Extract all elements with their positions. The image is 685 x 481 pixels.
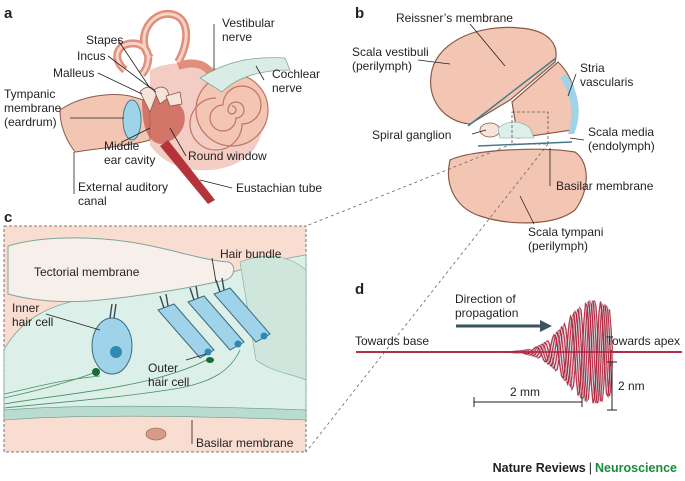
label-external-canal-1: External auditory — [78, 180, 168, 194]
label-scale-x: 2 mm — [510, 385, 540, 399]
label-outer-2: hair cell — [148, 375, 189, 389]
scala-tympani-shape — [448, 148, 587, 224]
panel-b-letter: b — [355, 5, 364, 22]
label-stapes: Stapes — [86, 33, 123, 47]
label-scala-tympani-2: (perilymph) — [528, 239, 588, 253]
ossicles — [139, 86, 183, 113]
panel-d: d Direction of propagation Towards base … — [355, 281, 682, 411]
footer-brand: Nature Reviews — [492, 461, 586, 475]
label-spiral-ganglion: Spiral ganglion — [372, 128, 451, 142]
label-scale-y: 2 nm — [618, 379, 645, 393]
label-cochlear-1: Cochlear — [272, 67, 320, 81]
outer-hair-cells — [157, 287, 271, 359]
tectorial-membrane-shape — [7, 237, 235, 303]
label-basilar-b: Basilar membrane — [556, 179, 654, 193]
label-scala-vestibuli-2: (perilymph) — [352, 59, 412, 73]
label-towards-apex: Towards apex — [606, 334, 680, 348]
label-eustachian: Eustachian tube — [236, 181, 322, 195]
panel-d-letter: d — [355, 281, 364, 298]
label-vestibular-1: Vestibular — [222, 16, 275, 30]
label-direction-2: propagation — [455, 306, 518, 320]
label-hair-bundle: Hair bundle — [220, 247, 282, 261]
label-stria-1: Stria — [580, 61, 605, 75]
direction-arrow — [456, 320, 552, 332]
basilar-membrane-shape — [3, 405, 307, 421]
organ-of-corti-box — [511, 111, 549, 145]
scale-bar-x — [473, 397, 583, 407]
auditory-nerve-shape — [199, 57, 291, 93]
label-basilar-c: Basilar membrane — [196, 436, 294, 450]
journal-footer: Nature Reviews|Neuroscience — [493, 461, 677, 475]
label-direction-1: Direction of — [455, 292, 516, 306]
label-vestibular-2: nerve — [222, 30, 252, 44]
label-stria-2: vascularis — [580, 75, 633, 89]
label-round-window: Round window — [188, 149, 267, 163]
label-inner-1: Inner — [12, 301, 39, 315]
label-scala-media-1: Scala media — [588, 125, 654, 139]
panel-c-letter: c — [4, 209, 12, 226]
label-tectorial: Tectorial membrane — [34, 265, 140, 279]
travelling-wave-traces — [356, 299, 682, 405]
label-external-canal-2: canal — [78, 194, 107, 208]
stria-vascularis-shape — [560, 74, 579, 134]
spiral-ganglion-shape — [479, 121, 535, 139]
middle-ear-cavity-shape — [142, 96, 185, 144]
label-scala-vestibuli-1: Scala vestibuli — [352, 45, 429, 59]
label-incus: Incus — [77, 49, 106, 63]
inner-hair-cell — [91, 303, 133, 375]
hair-bundles — [159, 277, 225, 309]
panel-c: c — [3, 209, 307, 453]
label-middle-ear-2: ear cavity — [104, 153, 155, 167]
panel-a-letter: a — [4, 5, 13, 22]
footer-separator: | — [588, 461, 593, 475]
nerve-fibers — [3, 349, 241, 409]
zoom-connectors — [305, 143, 549, 453]
label-cochlear-2: nerve — [272, 81, 302, 95]
panel-b: b Reissner’s membrane Scala vestibuli (p… — [352, 5, 655, 253]
label-reissner: Reissner’s membrane — [396, 11, 513, 25]
label-scala-media-2: (endolymph) — [588, 139, 655, 153]
scale-bar-y — [607, 361, 617, 411]
reissner-membrane-line — [467, 57, 557, 127]
label-tympanic-2: membrane — [4, 101, 62, 115]
label-tympanic-3: (eardrum) — [4, 115, 57, 129]
eustachian-tube-shape — [160, 140, 215, 204]
footer-journal: Neuroscience — [595, 461, 677, 475]
label-outer-1: Outer — [148, 361, 178, 375]
label-towards-base: Towards base — [355, 334, 429, 348]
panel-a: a — [4, 5, 322, 208]
label-inner-2: hair cell — [12, 315, 53, 329]
label-scala-tympani-1: Scala tympani — [528, 225, 603, 239]
label-malleus: Malleus — [53, 66, 94, 80]
scala-vestibuli-shape — [430, 26, 557, 125]
label-tympanic-1: Tympanic — [4, 87, 55, 101]
label-middle-ear-1: Middle — [104, 139, 140, 153]
eardrum-shape — [122, 99, 142, 141]
